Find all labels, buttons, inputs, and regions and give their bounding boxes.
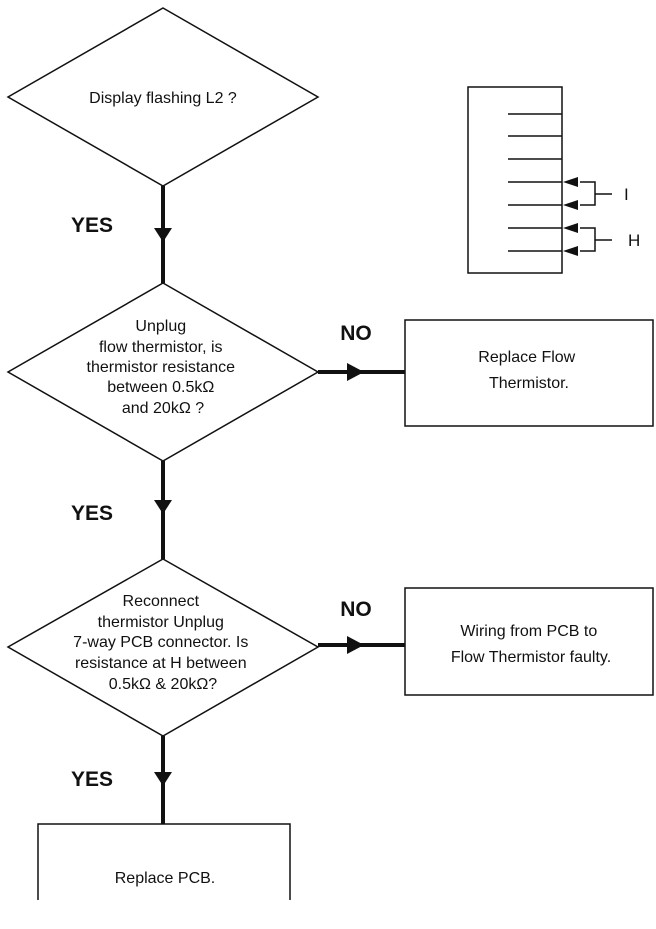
connector-body <box>467 86 563 274</box>
yes-label-3: YES <box>71 768 113 791</box>
bracket-h <box>563 223 612 256</box>
arrow-no-2 <box>318 636 405 654</box>
box-replace-flow-thermistor: Replace Flow Thermistor. <box>404 319 654 427</box>
yes-label-2: YES <box>71 502 113 525</box>
decision-1-text: Display flashing L2 ? <box>89 90 237 107</box>
decision-3-text: Reconnect thermistor Unplug 7-way PCB co… <box>73 593 253 693</box>
box-replace-pcb: Replace PCB. <box>37 823 291 900</box>
decision-display-flashing: Display flashing L2 ? <box>6 7 320 187</box>
decision-flow-thermistor: Unplug flow thermistor, is thermistor re… <box>6 282 320 462</box>
connector-diagram: I H <box>467 86 640 274</box>
decision-pcb-connector: Reconnect thermistor Unplug 7-way PCB co… <box>6 558 320 737</box>
box-wiring-faulty: Wiring from PCB to Flow Thermistor fault… <box>404 587 654 696</box>
pin-label-i: I <box>624 185 629 204</box>
box-2-text: Wiring from PCB to Flow Thermistor fault… <box>451 623 611 666</box>
yes-label-1: YES <box>71 214 113 237</box>
box-3-text: Replace PCB. <box>115 870 216 887</box>
pin-label-h: H <box>628 231 640 250</box>
arrow-yes-3 <box>154 736 172 824</box>
no-label-1: NO <box>340 322 372 345</box>
no-label-2: NO <box>340 598 372 621</box>
arrow-yes-1 <box>154 186 172 283</box>
arrow-no-1 <box>318 363 405 381</box>
bracket-i <box>563 177 612 210</box>
box-1-text: Replace Flow Thermistor. <box>478 349 579 392</box>
arrow-yes-2 <box>154 461 172 559</box>
decision-2-text: Unplug flow thermistor, is thermistor re… <box>87 318 240 417</box>
